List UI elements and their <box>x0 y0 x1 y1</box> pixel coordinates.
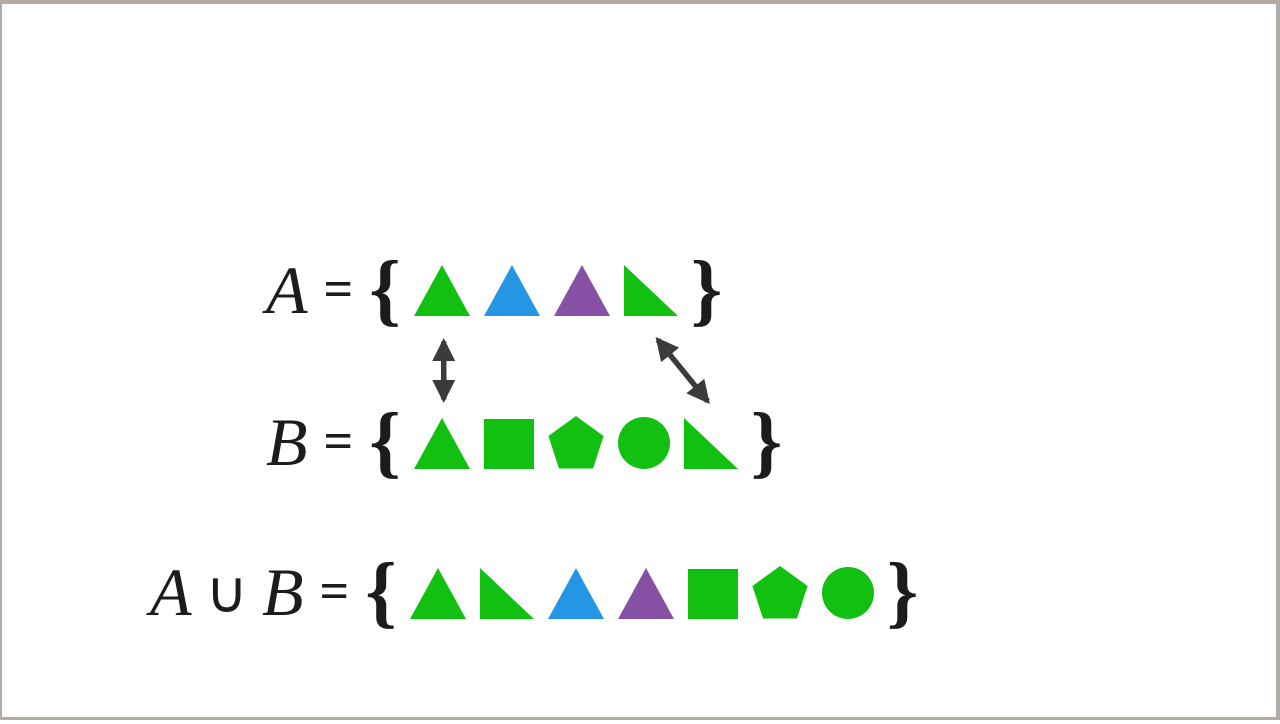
union-open-brace: { <box>365 548 397 636</box>
set-b-shape-4-right-triangle <box>683 417 739 470</box>
union-shape-2-triangle <box>547 567 605 620</box>
right-triangle-match-arrow <box>655 337 710 404</box>
set-a-shape-2-triangle <box>553 264 611 317</box>
set-b-equals: = <box>323 413 354 470</box>
set-b-label: B <box>266 404 308 480</box>
set-b-shapes <box>413 415 739 470</box>
union-label-b: B <box>262 554 304 630</box>
set-a-shape-3-right-triangle <box>623 264 679 317</box>
set-b-open-brace: { <box>369 398 401 486</box>
set-a-open-brace: { <box>369 246 401 334</box>
union-shape-0-triangle <box>409 567 467 620</box>
union-row: A ∪ B = { } <box>150 552 918 632</box>
set-a-equals: = <box>323 261 354 318</box>
set-a-close-brace: } <box>690 246 723 334</box>
union-shape-4-square <box>687 568 739 620</box>
set-b-row: B = { } <box>266 402 782 482</box>
union-shape-6-circle <box>821 566 875 620</box>
set-a-shape-1-triangle <box>483 264 541 317</box>
set-a-row: A = { } <box>266 250 722 330</box>
set-b-shape-2-pentagon <box>547 415 605 470</box>
union-shape-1-right-triangle <box>479 567 535 620</box>
set-b-shape-3-circle <box>617 416 671 470</box>
set-a-shape-0-triangle <box>413 264 471 317</box>
union-equals: = <box>319 563 350 620</box>
union-close-brace: } <box>886 548 919 636</box>
set-a-shapes <box>413 264 679 317</box>
union-label-a: A <box>150 554 192 630</box>
set-b-shape-0-triangle <box>413 417 471 470</box>
set-b-close-brace: } <box>750 398 783 486</box>
union-shape-3-triangle <box>617 567 675 620</box>
union-shape-5-pentagon <box>751 565 809 620</box>
union-symbol: ∪ <box>205 558 248 626</box>
union-shapes <box>409 565 875 620</box>
set-b-shape-1-square <box>483 418 535 470</box>
set-a-label: A <box>266 252 308 328</box>
